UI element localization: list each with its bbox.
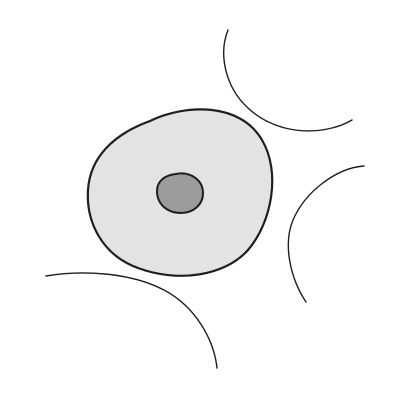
neighbor-cell-right xyxy=(287,165,365,303)
cell-nucleus xyxy=(156,172,204,214)
neighbor-cell-bottom-left xyxy=(45,272,218,369)
neighbor-cell-top-right xyxy=(223,29,353,132)
